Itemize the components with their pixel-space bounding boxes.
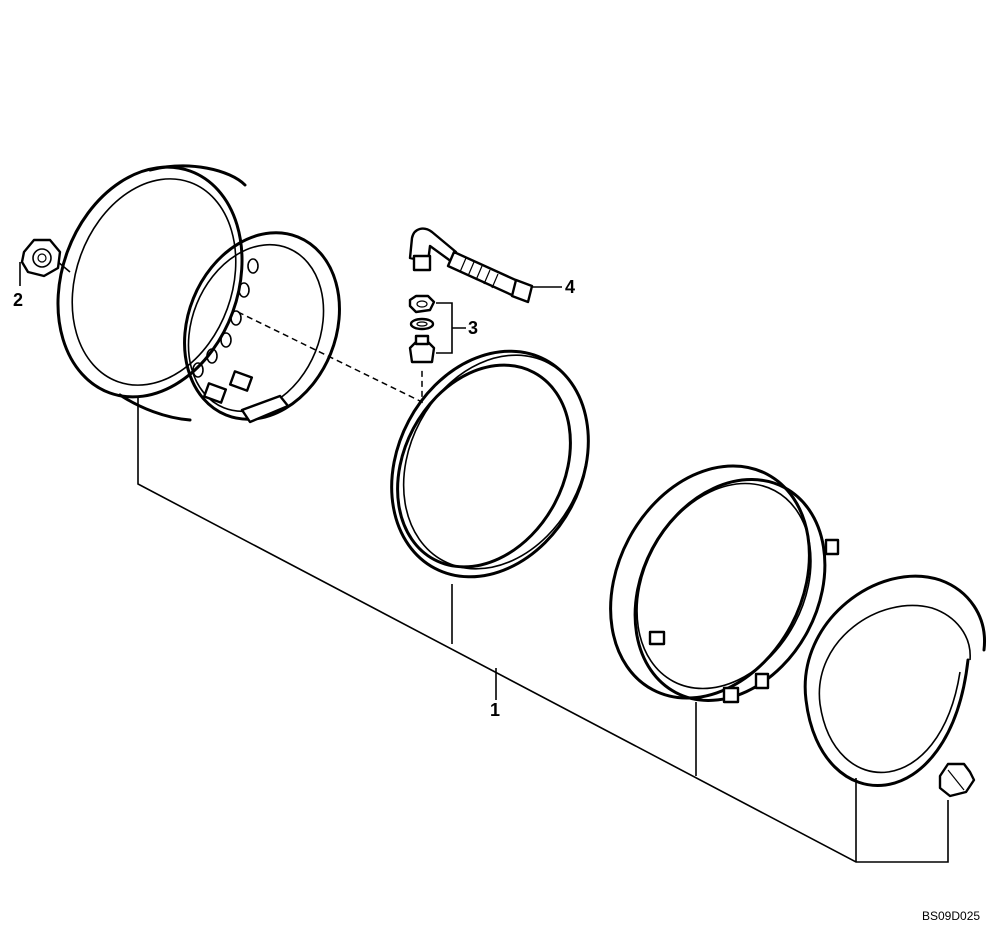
wheel-rim [56, 164, 341, 424]
callout-part-2: 2 [13, 290, 23, 310]
callout-part-1: 1 [490, 700, 500, 720]
valve-stem [408, 227, 534, 304]
driver-key [938, 762, 976, 798]
split-lock-ring [803, 574, 986, 787]
callout-part-3: 3 [468, 318, 478, 338]
bracket-part-3 [436, 302, 466, 354]
leader-lines-part-1 [137, 398, 949, 863]
side-ring-1 [390, 349, 590, 579]
callout-part-4: 4 [565, 277, 575, 297]
leader-line-nut-rim [57, 261, 71, 273]
drawing-code: BS09D025 [922, 909, 980, 923]
wheel-nut [20, 238, 62, 278]
assembly-dashed-line [237, 311, 423, 404]
valve-hardware [408, 294, 436, 364]
rim-bolt-holes [192, 258, 259, 378]
flange-ring [609, 464, 840, 704]
